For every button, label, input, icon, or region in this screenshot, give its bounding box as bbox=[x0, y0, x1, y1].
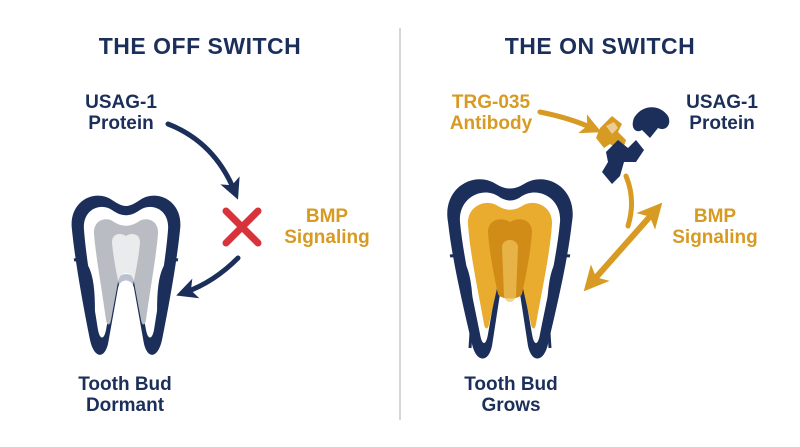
x-mark-icon bbox=[222, 207, 262, 247]
on-tooth-label-line2: Grows bbox=[481, 395, 541, 417]
off-signal-label: BMP Signaling bbox=[272, 206, 382, 249]
broken-protein-icon bbox=[602, 107, 670, 184]
off-tooth-label-line1: Tooth Bud bbox=[78, 374, 172, 395]
on-protein-label: USAG-1 Protein bbox=[672, 92, 772, 135]
off-signal-label-line1: BMP bbox=[305, 206, 349, 227]
antibody-to-protein-arrow bbox=[537, 109, 602, 134]
signal-tooth-double-arrow bbox=[583, 202, 663, 292]
growing-tooth-icon bbox=[447, 179, 573, 359]
on-signal-label: BMP Signaling bbox=[660, 206, 770, 249]
protein-to-signal-stem bbox=[623, 173, 634, 229]
antibody-label-line2: Antibody bbox=[449, 113, 533, 135]
on-signal-label-line2: Signaling bbox=[672, 227, 758, 249]
off-signal-label-line2: Signaling bbox=[284, 227, 370, 249]
off-protein-label: USAG-1 Protein bbox=[66, 92, 176, 135]
on-tooth-label-line1: Tooth Bud bbox=[464, 374, 558, 395]
on-protein-label-line1: USAG-1 bbox=[686, 92, 758, 113]
off-switch-heading: THE OFF SWITCH bbox=[98, 33, 302, 59]
off-protein-label-line2: Protein bbox=[88, 113, 154, 135]
on-tooth-label: Tooth Bud Grows bbox=[446, 374, 576, 417]
on-signal-label-line1: BMP bbox=[693, 206, 737, 227]
on-protein-label-line2: Protein bbox=[689, 113, 755, 135]
protein-to-signal-arrow bbox=[165, 121, 240, 200]
off-tooth-label: Tooth Bud Dormant bbox=[60, 374, 190, 417]
dormant-tooth-icon bbox=[71, 195, 181, 355]
off-protein-label-line1: USAG-1 bbox=[85, 92, 157, 113]
antibody-label: TRG-035 Antibody bbox=[436, 92, 546, 135]
antibody-label-line1: TRG-035 bbox=[451, 92, 531, 113]
on-switch-heading: THE ON SWITCH bbox=[504, 33, 696, 59]
signal-to-tooth-arrow bbox=[176, 255, 241, 299]
off-tooth-label-line2: Dormant bbox=[85, 395, 165, 417]
